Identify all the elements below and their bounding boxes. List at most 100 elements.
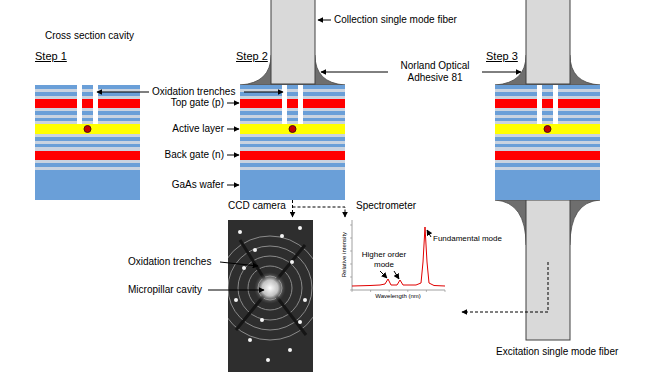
semiconductor-layer xyxy=(240,115,345,118)
pointer-arrow xyxy=(427,230,431,237)
semiconductor-layer xyxy=(35,160,140,163)
semiconductor-layer xyxy=(495,96,600,99)
semiconductor-layer xyxy=(35,124,140,134)
pointer-arrow xyxy=(97,92,149,93)
layer-label: Back gate (n) xyxy=(150,149,224,161)
ccd-ring xyxy=(228,246,312,330)
collection-fiber xyxy=(526,0,570,84)
semiconductor-layer xyxy=(35,108,140,111)
layer-label: GaAs wafer xyxy=(150,179,224,191)
ccd-speck xyxy=(303,298,307,302)
semiconductor-layer xyxy=(35,111,140,115)
step-heading: Step 2 xyxy=(236,50,268,63)
plot-axis xyxy=(352,290,445,291)
pointer-arrow xyxy=(220,262,258,266)
semiconductor-layer xyxy=(240,124,345,134)
part-label: Oxidation trenches xyxy=(128,256,211,268)
semiconductor-layer xyxy=(495,115,600,118)
semiconductor-layer xyxy=(495,141,600,144)
semiconductor-layer xyxy=(495,137,600,141)
semiconductor-layer xyxy=(35,96,140,99)
ccd-speck xyxy=(280,234,284,238)
plot-tick xyxy=(350,238,352,239)
plot-tick xyxy=(350,225,352,226)
semiconductor-layer xyxy=(240,89,345,92)
peak-label: Higher order mode xyxy=(360,250,408,269)
semiconductor-layer xyxy=(495,170,600,200)
oxidation-trench xyxy=(298,85,303,124)
ccd-speck xyxy=(266,358,270,362)
ccd-speck xyxy=(253,248,257,252)
oxidation-trench xyxy=(553,85,558,124)
pointer-arrow xyxy=(227,155,239,156)
semiconductor-layer xyxy=(240,167,345,170)
pointer-arrow xyxy=(318,20,331,21)
semiconductor-layer xyxy=(240,96,345,99)
semiconductor-layer xyxy=(495,85,600,89)
semiconductor-layer xyxy=(240,147,345,151)
semiconductor-layer xyxy=(35,92,140,96)
pointer-arrow xyxy=(208,290,264,291)
semiconductor-layer xyxy=(35,170,140,200)
dashed-signal-path xyxy=(293,207,346,217)
part-label: Oxidation trenches xyxy=(152,86,235,98)
semiconductor-layer xyxy=(495,99,600,108)
spectrum-plot xyxy=(350,220,445,292)
semiconductor-layer xyxy=(495,124,600,134)
semiconductor-layer xyxy=(495,147,600,151)
part-label: Excitation single mode fiber xyxy=(496,346,618,358)
semiconductor-layer xyxy=(240,121,345,124)
ccd-ring xyxy=(228,236,313,340)
oxidation-trench xyxy=(93,85,98,124)
quantum-dot xyxy=(544,126,551,133)
panel-heading: CCD camera xyxy=(228,200,286,212)
axis-label: Relative intensity xyxy=(341,232,348,277)
plot-tick xyxy=(389,290,390,292)
semiconductor-layer xyxy=(35,163,140,167)
semiconductor-layer xyxy=(495,151,600,160)
pointer-arrow xyxy=(482,72,521,73)
ccd-speck xyxy=(298,320,302,324)
semiconductor-layer xyxy=(240,92,345,96)
semiconductor-layer xyxy=(240,137,345,141)
plot-tick xyxy=(350,277,352,278)
semiconductor-layer xyxy=(240,163,345,167)
semiconductor-layer xyxy=(240,160,345,163)
ccd-speck xyxy=(242,266,246,270)
ccd-ring xyxy=(238,256,302,320)
semiconductor-layer xyxy=(495,108,600,111)
oxidation-trench xyxy=(537,85,542,124)
plot-tick xyxy=(352,290,353,292)
semiconductor-layer xyxy=(495,111,600,115)
plot-tick xyxy=(350,264,352,265)
ccd-image xyxy=(228,220,313,372)
semiconductor-layer xyxy=(495,89,600,92)
semiconductor-layer xyxy=(240,111,345,115)
pointer-arrow xyxy=(321,72,388,73)
peak-label: Fundamental mode xyxy=(432,234,503,244)
semiconductor-layer xyxy=(35,99,140,108)
semiconductor-layer xyxy=(495,163,600,167)
semiconductor-layer xyxy=(240,99,345,108)
semiconductor-layer xyxy=(35,118,140,121)
ccd-speck xyxy=(298,226,302,230)
plot-tick xyxy=(407,290,408,292)
plot-tick xyxy=(350,251,352,252)
semiconductor-layer xyxy=(240,134,345,137)
pointer-arrow xyxy=(244,92,283,93)
step-heading: Step 1 xyxy=(35,50,67,63)
plot-tick xyxy=(445,290,446,292)
semiconductor-layer xyxy=(35,137,140,141)
semiconductor-layer xyxy=(35,151,140,160)
quantum-dot xyxy=(84,126,91,133)
ccd-speck xyxy=(248,338,252,342)
semiconductor-layer xyxy=(495,134,600,137)
pointer-arrow xyxy=(227,129,239,130)
ccd-ring xyxy=(248,266,292,310)
ccd-cavity-glow xyxy=(254,272,286,304)
figure-heading: Cross section cavity xyxy=(45,30,134,42)
semiconductor-layer xyxy=(495,92,600,96)
plot-tick xyxy=(370,290,371,292)
dashed-signal-path xyxy=(292,200,293,217)
